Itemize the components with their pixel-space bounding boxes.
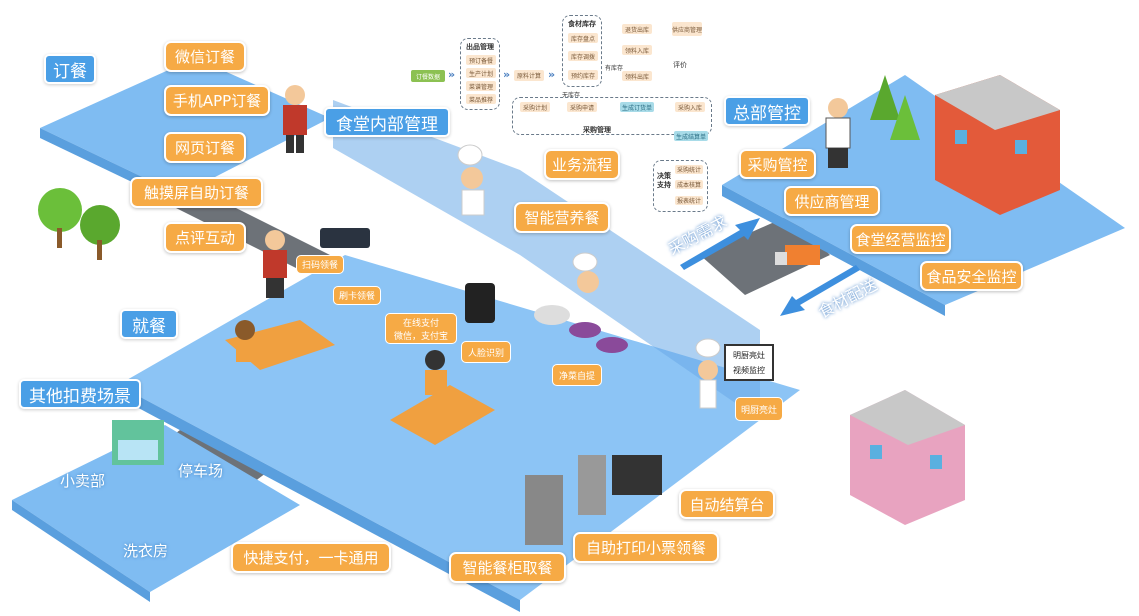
flow-evaluate: 评价 xyxy=(673,61,687,69)
flow-purchase-title: 采购管理 xyxy=(583,126,611,134)
smart-cabinet-icon xyxy=(525,475,563,545)
table-icon xyxy=(390,385,495,445)
video-monitor-sign: 明厨亮灶视频监控 xyxy=(724,344,774,381)
section-dining: 就餐 xyxy=(120,309,178,339)
flow-arrow-icon: » xyxy=(503,68,511,81)
laundry-label: 洗衣房 xyxy=(123,542,169,560)
flow-output-mgmt-group xyxy=(460,38,500,110)
flow-decision-group xyxy=(653,160,708,212)
flow-box: 采购计划 xyxy=(520,102,550,112)
chef-icon xyxy=(457,144,485,216)
flow-arrow-icon: » xyxy=(448,68,456,81)
flow-box: 报表统计 xyxy=(675,196,703,205)
sign-line1: 明厨亮灶 xyxy=(733,350,765,360)
section-other-scenes: 其他扣费场景 xyxy=(19,379,141,409)
section-hq-control: 总部管控 xyxy=(724,96,810,126)
flow-box: 生产计划 xyxy=(466,68,496,78)
tree-icon xyxy=(870,75,920,140)
flow-box: 成本核算 xyxy=(675,180,703,189)
ordering-review: 点评互动 xyxy=(164,222,246,253)
clean-dish-pickup-label: 净菜自提 xyxy=(552,364,602,386)
hq-purchase-control: 采购管控 xyxy=(739,149,816,179)
flow-inventory-group xyxy=(562,15,602,87)
person-icon xyxy=(825,98,851,168)
delivery-arrow xyxy=(780,265,860,316)
ordering-web: 网页订餐 xyxy=(164,132,246,163)
flow-box: 采购入库 xyxy=(675,102,705,112)
flow-box: 预约库存 xyxy=(568,70,598,80)
truck-icon xyxy=(775,245,820,265)
flow-box: 采购统计 xyxy=(675,165,703,174)
person-icon xyxy=(263,230,287,298)
online-pay-label: 在线支付微信，支付宝 xyxy=(385,313,457,344)
ordering-app: 手机APP订餐 xyxy=(164,85,270,116)
pos-terminal-icon xyxy=(320,228,370,248)
shop-building-icon xyxy=(850,390,965,525)
flow-inventory-title: 食材库存 xyxy=(568,20,596,28)
flow-material-calc: 原料计算 xyxy=(514,70,544,81)
scan-pickup-label: 扫码领餐 xyxy=(296,255,344,274)
checkout-station-icon xyxy=(612,455,662,495)
flow-box: 采购申请 xyxy=(567,102,597,112)
flow-order-data: 订餐数据 xyxy=(411,70,445,82)
ordering-wechat: 微信订餐 xyxy=(164,41,246,72)
flow-no-stock: 无库存 xyxy=(562,92,581,99)
flow-box: 库存调拨 xyxy=(568,51,598,61)
sign-line2: 视频监控 xyxy=(733,365,765,375)
flow-supplier-mgmt: 供应商管理 xyxy=(672,22,702,36)
hq-food-safety-monitor: 食品安全监控 xyxy=(920,261,1023,291)
business-flow-label: 业务流程 xyxy=(544,149,620,180)
flow-arrow-icon: » xyxy=(548,68,556,81)
quick-pay-label: 快捷支付，一卡通用 xyxy=(231,542,391,573)
flow-box: 生成订货单 xyxy=(620,102,654,112)
person-icon xyxy=(235,320,255,362)
shop-label: 小卖部 xyxy=(60,472,106,490)
flow-decision-title: 决策支持 xyxy=(657,172,671,189)
flow-box: 菜谱管理 xyxy=(466,81,496,91)
flow-purchase-group xyxy=(512,97,712,135)
chef-icon xyxy=(695,338,721,409)
person-icon xyxy=(283,85,307,153)
parking-label: 停车场 xyxy=(178,462,224,480)
hq-platform xyxy=(722,75,1125,305)
kitchen-glass-wall xyxy=(333,100,760,420)
print-kiosk-icon xyxy=(578,455,606,515)
flow-box: 库存盘点 xyxy=(568,33,598,43)
face-recognition-label: 人脸识别 xyxy=(461,341,511,363)
smart-cabinet-label: 智能餐柜取餐 xyxy=(449,552,566,583)
chef-icon xyxy=(572,252,599,293)
tree-icon xyxy=(38,188,120,260)
card-pickup-label: 刷卡领餐 xyxy=(333,286,381,305)
ordering-touchscreen: 触摸屏自助订餐 xyxy=(130,177,263,208)
flow-return-out: 退货出库 xyxy=(622,24,652,34)
flow-box: 预订备餐 xyxy=(466,55,496,65)
auto-checkout-label: 自动结算台 xyxy=(679,489,775,519)
smart-nutrition-label: 智能营养餐 xyxy=(514,202,610,233)
flow-box: 生成结算单 xyxy=(674,131,708,141)
person-icon xyxy=(425,350,447,395)
purchase-demand-arrow xyxy=(680,218,760,270)
flow-material-out: 领料出库 xyxy=(622,71,652,81)
online-pay-line2: 微信，支付宝 xyxy=(393,331,448,342)
other-scenes-platform xyxy=(12,425,300,592)
section-canteen-internal: 食堂内部管理 xyxy=(324,107,450,137)
face-terminal-icon xyxy=(465,283,495,323)
section-ordering: 订餐 xyxy=(44,54,96,84)
hq-operation-monitor: 食堂经营监控 xyxy=(850,224,951,254)
hq-building-icon xyxy=(935,75,1060,215)
cooking-pot-icon xyxy=(534,305,628,353)
flow-box: 菜品推荐 xyxy=(466,94,496,104)
kiosk-shop-icon xyxy=(112,420,164,465)
flow-output-mgmt-title: 出品管理 xyxy=(466,43,494,51)
online-pay-line1: 在线支付 xyxy=(402,318,439,329)
flow-has-stock: 有库存 xyxy=(605,65,624,72)
flow-material-in: 领料入库 xyxy=(622,45,652,55)
open-kitchen-label: 明厨亮灶 xyxy=(735,397,783,421)
self-print-label: 自助打印小票领餐 xyxy=(573,532,719,563)
hq-supplier-mgmt: 供应商管理 xyxy=(784,186,880,216)
